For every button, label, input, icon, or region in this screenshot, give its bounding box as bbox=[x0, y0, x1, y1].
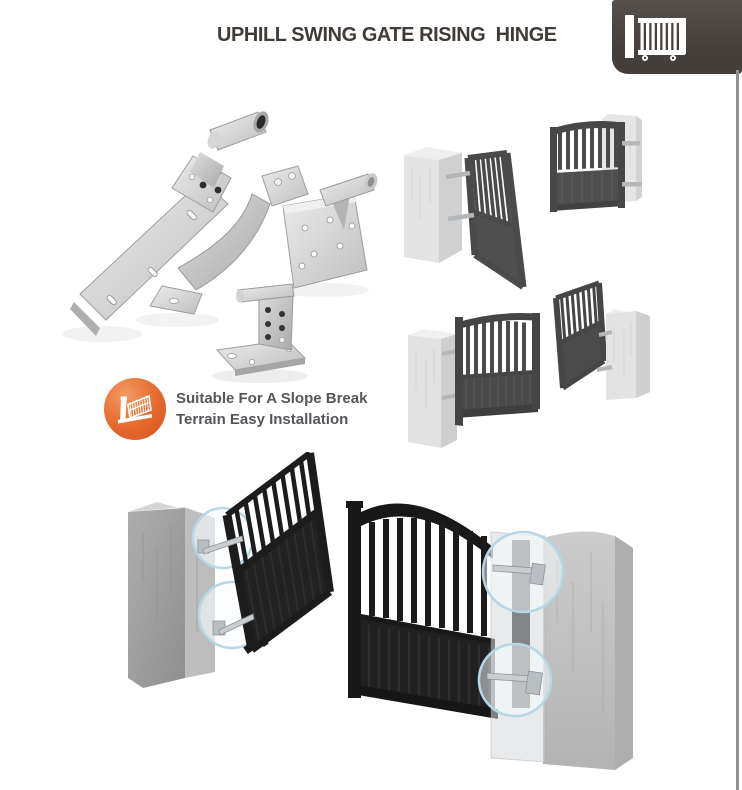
feature-caption: Suitable For A Slope Break Terrain Easy … bbox=[176, 388, 367, 430]
hinge-arm bbox=[596, 365, 613, 372]
hinge-installation-illustration bbox=[128, 452, 633, 770]
pedestal-pin-bracket bbox=[212, 283, 308, 383]
curved-strap-hinge bbox=[135, 165, 309, 327]
concrete-pillar bbox=[543, 531, 633, 770]
gate-badge bbox=[612, 0, 742, 74]
slope-feature-badge bbox=[104, 378, 166, 440]
feature-caption-line1: Suitable For A Slope Break bbox=[176, 390, 368, 407]
rising-hinge-set-photo bbox=[62, 111, 378, 383]
concrete-pillar bbox=[404, 147, 462, 263]
rising-hinge-strap bbox=[212, 613, 255, 636]
swing-gate-tilted bbox=[222, 452, 334, 654]
uphill-gate-illustration-top bbox=[404, 114, 642, 290]
swing-gate-closed bbox=[455, 313, 540, 426]
hinge-arm bbox=[622, 141, 640, 146]
rising-hinge-strap bbox=[486, 670, 543, 696]
hinge-arm bbox=[622, 182, 642, 187]
swing-gate-closed bbox=[550, 121, 625, 212]
slope-gate-icon bbox=[118, 394, 152, 424]
swing-gate-tilted bbox=[464, 150, 527, 290]
hinge-arm bbox=[445, 170, 471, 180]
swing-gate-large bbox=[346, 501, 530, 719]
rising-hinge-strap bbox=[492, 562, 546, 586]
concrete-pillar bbox=[606, 309, 650, 400]
sliding-gate-icon bbox=[625, 15, 686, 61]
hinge-arm bbox=[447, 212, 475, 222]
hinge-arm bbox=[598, 330, 613, 337]
swing-gate-tilted bbox=[553, 280, 607, 391]
uphill-gate-illustration-middle bbox=[408, 280, 650, 448]
long-strap-hinge-with-barrel bbox=[62, 111, 269, 342]
page-right-border bbox=[736, 70, 739, 790]
rising-hinge-strap bbox=[197, 535, 244, 555]
concrete-pillar bbox=[408, 329, 457, 448]
wall-plate-with-pin bbox=[279, 173, 378, 297]
page-title: UPHILL SWING GATE RISING HINGE bbox=[217, 23, 557, 46]
feature-caption-line2: Terrain Easy Installation bbox=[176, 411, 349, 428]
